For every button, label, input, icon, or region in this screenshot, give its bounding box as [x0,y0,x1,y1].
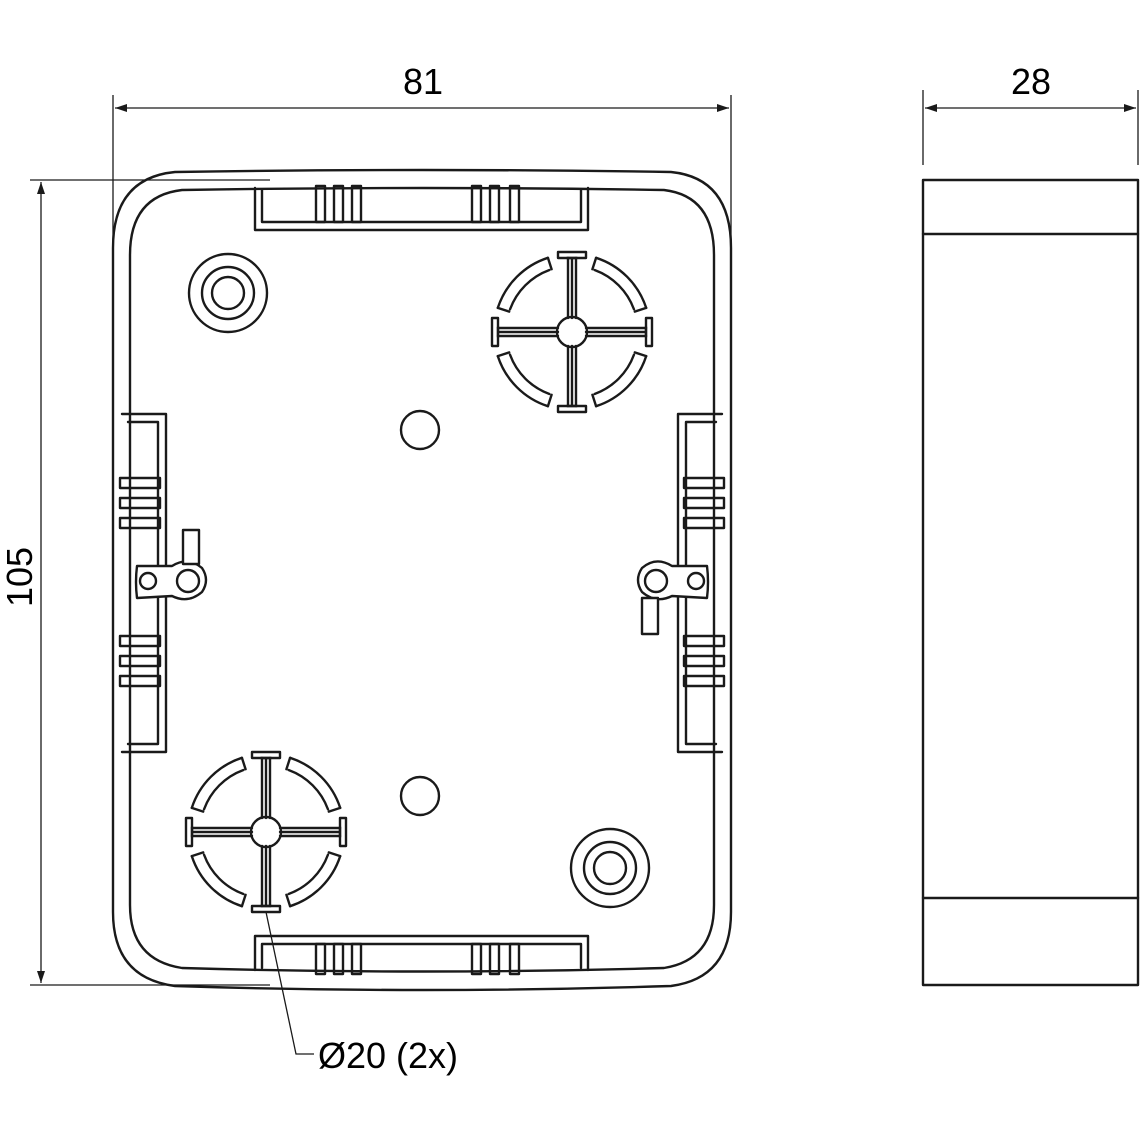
height-label: 105 [0,547,40,607]
depth-dimension: 28 [922,61,1139,165]
width-label: 81 [403,61,443,102]
right-screw-lug [636,560,710,636]
bottom-latch [253,934,590,976]
center-hole-bottom [399,775,441,817]
knockout-bottom-left [184,750,348,914]
center-hole-top [399,409,441,451]
mounting-hole-bottom-right [569,827,651,909]
box-inner-rim [128,186,716,973]
knockout-top-right [490,250,654,414]
side-view-outline [921,178,1140,987]
top-latch [253,184,590,232]
box-outer-outline [111,168,733,992]
box-front-view [111,168,733,992]
knockout-callout: Ø20 (2x) [265,911,458,1076]
width-dimension: 81 [112,61,732,245]
height-dimension: 105 [0,179,270,986]
left-screw-lug [134,528,208,601]
mounting-hole-top-left [187,252,269,334]
depth-label: 28 [1011,61,1051,102]
knockout-callout-label: Ø20 (2x) [318,1035,458,1076]
callout-leader-line [265,911,314,1055]
box-side-view [921,178,1140,987]
